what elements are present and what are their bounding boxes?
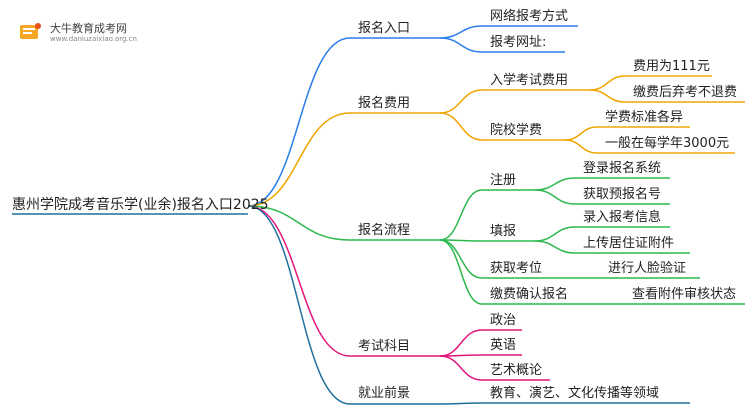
leaf-connector (589, 89, 626, 103)
leaf-connector (589, 75, 626, 91)
node-connector (439, 112, 483, 141)
node-connector (439, 25, 483, 39)
leaf-website: 报考网址: (490, 35, 547, 50)
node-connector (439, 239, 483, 305)
node-connector (439, 37, 483, 53)
leaf-english: 英语 (490, 338, 517, 353)
leaf-connector (534, 240, 576, 254)
leaf-tuition-amount: 一般在每学年3000元 (605, 136, 730, 151)
node-connector (439, 329, 483, 357)
node-register: 注册 (490, 173, 517, 188)
leaf-politics: 政治 (490, 313, 517, 328)
node-connector (439, 355, 483, 381)
leaf-upload-permit: 上传居住证附件 (583, 236, 675, 251)
leaf-connector (564, 139, 598, 154)
node-connector (439, 402, 483, 405)
leaf-no-refund: 缴费后弃考不退费 (633, 85, 738, 100)
branch-connector (247, 205, 351, 357)
branch-registration-entry: 报名入口 (358, 21, 411, 36)
leaf-connector (534, 177, 576, 191)
branch-process: 报名流程 (358, 223, 411, 238)
branch-connector (247, 37, 351, 207)
node-connector (439, 89, 483, 114)
logo-url: www.daniuzaixiao.org.cn (50, 35, 137, 43)
leaf-tuition-varies: 学费标准各异 (605, 110, 684, 125)
node-tuition: 院校学费 (490, 123, 543, 138)
logo-title: 大牛教育成考网 (50, 22, 127, 35)
leaf-online-method: 网络报考方式 (490, 9, 569, 24)
book-icon (20, 23, 41, 39)
node-fill-in: 填报 (490, 224, 517, 239)
leaf-pre-reg-number: 获取预报名号 (583, 187, 662, 202)
branch-subjects: 考试科目 (358, 339, 411, 354)
leaf-connector (534, 226, 576, 242)
branch-connector (247, 112, 351, 207)
leaf-connector (564, 126, 598, 141)
node-pay-confirm: 缴费确认报名 (490, 287, 569, 302)
branch-fees: 报名费用 (358, 96, 411, 111)
site-logo[interactable]: 大牛教育成考网 www.daniuzaixiao.org.cn (14, 18, 164, 48)
leaf-career-fields: 教育、演艺、文化传播等领域 (490, 386, 660, 401)
leaf-connector (534, 189, 576, 205)
leaf-art-theory: 艺术概论 (490, 363, 543, 378)
leaf-enter-info: 录入报考信息 (583, 210, 662, 225)
root-topic: 惠州学院成考音乐学(业余)报名入口2025 (12, 197, 269, 213)
leaf-check-status: 查看附件审核状态 (632, 287, 737, 302)
node-exam-fee: 入学考试费用 (490, 73, 569, 88)
leaf-fee-amount: 费用为111元 (633, 59, 710, 74)
branch-connector (247, 205, 351, 405)
leaf-face-verify: 进行人脸验证 (608, 261, 687, 276)
leaf-login-system: 登录报名系统 (583, 161, 662, 176)
node-get-seat: 获取考位 (490, 261, 543, 276)
branch-connector (247, 205, 351, 241)
branch-career: 就业前景 (358, 386, 411, 401)
node-connector (439, 189, 483, 241)
